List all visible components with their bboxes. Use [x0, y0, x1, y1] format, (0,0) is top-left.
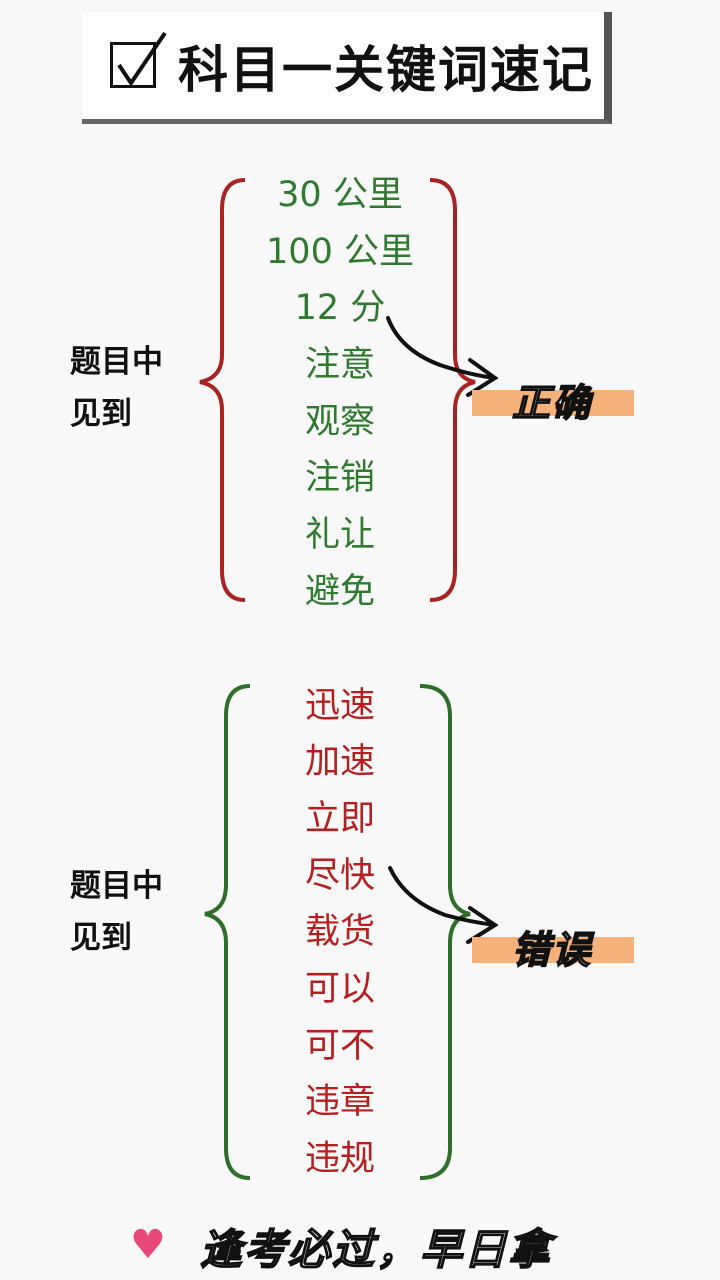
keyword: 避免	[304, 572, 375, 612]
arrow-wrong	[388, 866, 499, 944]
keyword: 可以	[304, 969, 375, 1009]
title-banner	[82, 12, 612, 124]
right-brace-correct	[429, 178, 476, 602]
checkbox-checked-icon	[110, 31, 167, 88]
arrow-correct	[386, 316, 499, 397]
result-label: 正确	[511, 380, 593, 426]
keyword: 可不	[304, 1026, 375, 1066]
keyword: 立即	[304, 799, 375, 839]
keyword: 载货	[304, 912, 375, 952]
label-line: 见到	[70, 920, 132, 956]
heart-icon: ♥	[130, 1222, 166, 1268]
result-label: 错误	[511, 927, 593, 973]
left-brace-wrong	[204, 684, 251, 1180]
footer-text: 逢考必过，早日拿证	[199, 1224, 553, 1275]
keyword: 100 公里	[266, 232, 414, 272]
keyword: 违章	[304, 1082, 375, 1122]
left-brace-correct	[199, 178, 246, 602]
page-title: 科目一关键词速记	[178, 41, 594, 99]
keyword: 30 公里	[277, 175, 403, 215]
keyword: 观察	[304, 402, 375, 442]
section-label-wrong: 题目中 见到	[70, 860, 163, 964]
keyword: 违规	[304, 1139, 375, 1179]
label-line: 题目中	[70, 868, 163, 904]
result-wrong: 错误	[472, 925, 634, 973]
keyword: 迅速	[304, 686, 375, 726]
keyword: 加速	[304, 742, 375, 782]
highlight	[472, 937, 634, 963]
keyword: 礼让	[304, 515, 375, 555]
section-label-correct: 题目中 见到	[70, 336, 163, 440]
right-brace-wrong	[419, 684, 471, 1180]
footer-slogan: ♥ 逢考必过，早日拿证	[130, 1212, 590, 1275]
result-correct: 正确	[472, 378, 634, 426]
keyword: 尽快	[304, 856, 375, 896]
highlight	[472, 390, 634, 416]
label-line: 见到	[70, 396, 132, 432]
label-line: 题目中	[70, 344, 163, 380]
keyword: 12 分	[294, 288, 386, 328]
keyword: 注销	[304, 458, 375, 498]
keyword: 注意	[304, 345, 375, 385]
